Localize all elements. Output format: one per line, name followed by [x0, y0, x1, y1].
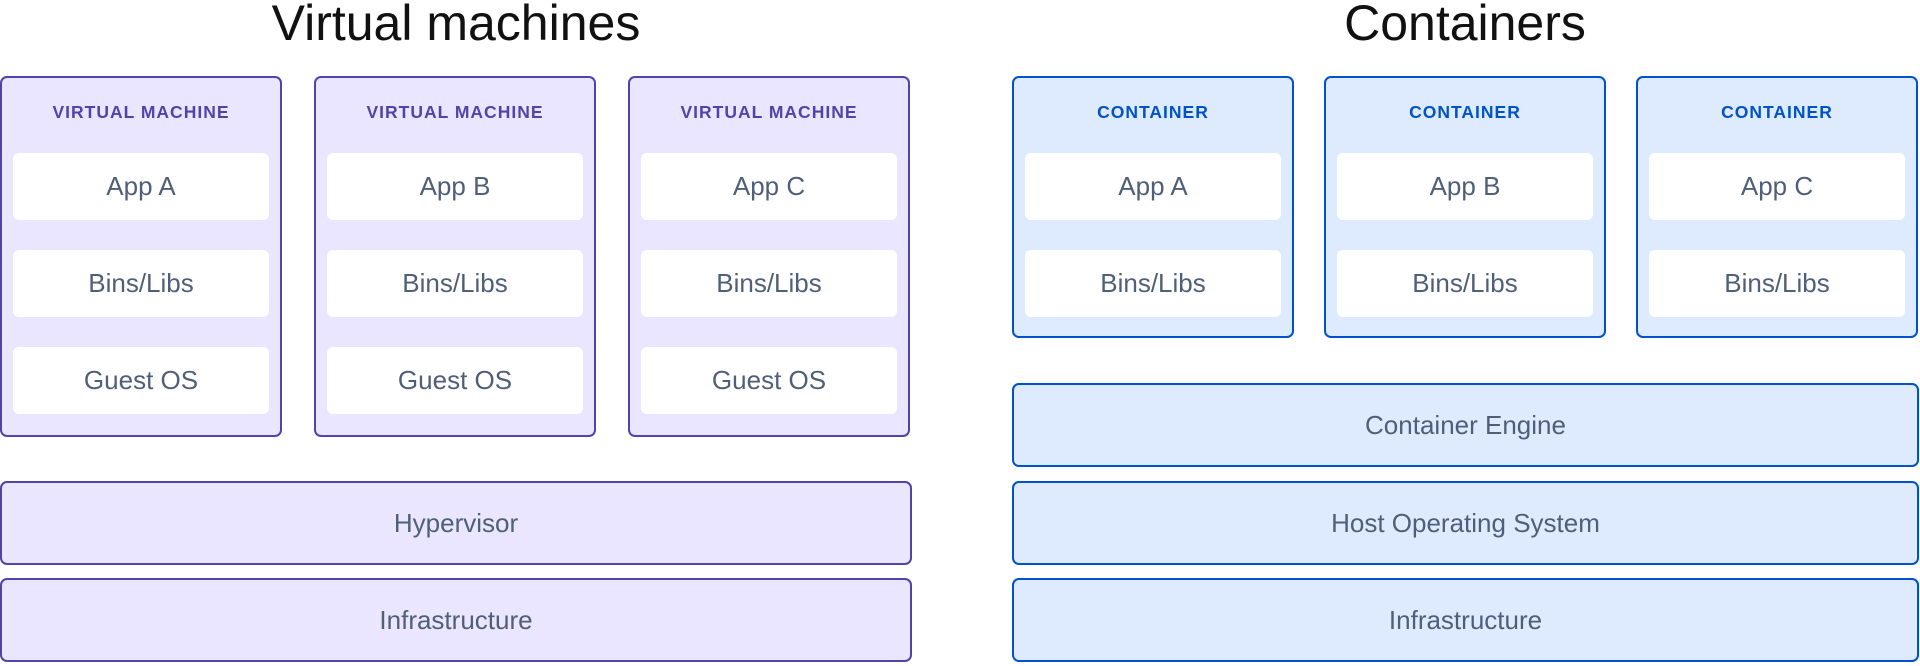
vm-app-box: App B [327, 153, 583, 220]
container-bins-libs-box: Bins/Libs [1649, 250, 1905, 317]
vm-section-title: Virtual machines [271, 0, 641, 51]
vm-unit-1: VIRTUAL MACHINE App A Bins/Libs Guest OS [0, 76, 282, 437]
vm-app-box: App C [641, 153, 897, 220]
container-engine-layer: Container Engine [1012, 383, 1919, 467]
container-infrastructure-layer: Infrastructure [1012, 578, 1919, 662]
container-app-box: App A [1025, 153, 1281, 220]
vm-guest-os-box: Guest OS [641, 347, 897, 414]
container-app-box: App B [1337, 153, 1593, 220]
vm-app-box: App A [13, 153, 269, 220]
container-app-box: App C [1649, 153, 1905, 220]
container-unit-label: CONTAINER [1409, 102, 1521, 122]
vm-unit-2: VIRTUAL MACHINE App B Bins/Libs Guest OS [314, 76, 596, 437]
vm-bins-libs-box: Bins/Libs [13, 250, 269, 317]
vm-unit-3: VIRTUAL MACHINE App C Bins/Libs Guest OS [628, 76, 910, 437]
vm-unit-label: VIRTUAL MACHINE [680, 102, 858, 122]
containers-section-title: Containers [1344, 0, 1586, 51]
container-unit-2: CONTAINER App B Bins/Libs [1324, 76, 1606, 338]
host-os-layer: Host Operating System [1012, 481, 1919, 565]
container-unit-3: CONTAINER App C Bins/Libs [1636, 76, 1918, 338]
vm-unit-label: VIRTUAL MACHINE [366, 102, 544, 122]
vm-bins-libs-box: Bins/Libs [327, 250, 583, 317]
vm-guest-os-box: Guest OS [13, 347, 269, 414]
vm-bins-libs-box: Bins/Libs [641, 250, 897, 317]
vm-unit-label: VIRTUAL MACHINE [52, 102, 230, 122]
container-unit-label: CONTAINER [1097, 102, 1209, 122]
vm-guest-os-box: Guest OS [327, 347, 583, 414]
container-unit-1: CONTAINER App A Bins/Libs [1012, 76, 1294, 338]
vm-infrastructure-layer: Infrastructure [0, 578, 912, 662]
container-unit-label: CONTAINER [1721, 102, 1833, 122]
container-bins-libs-box: Bins/Libs [1337, 250, 1593, 317]
container-bins-libs-box: Bins/Libs [1025, 250, 1281, 317]
hypervisor-layer: Hypervisor [0, 481, 912, 565]
